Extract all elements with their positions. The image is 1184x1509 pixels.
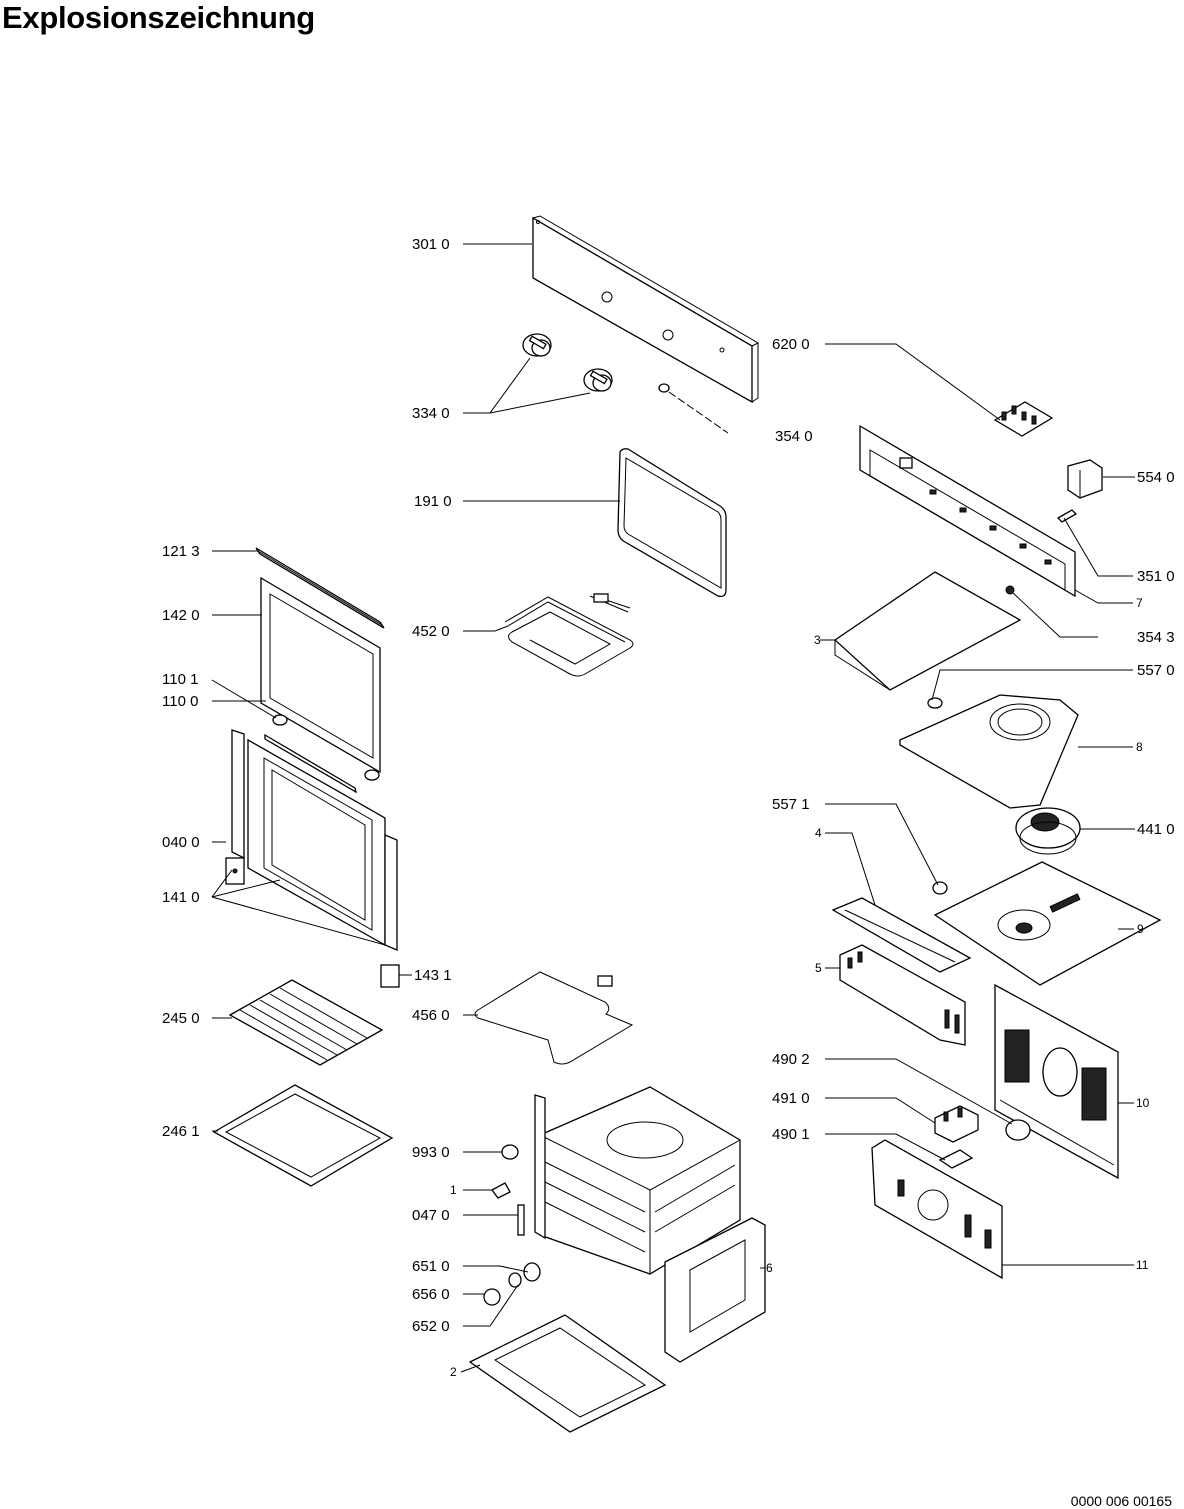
callout-993: 993 0 bbox=[412, 1144, 450, 1161]
side-panel-part bbox=[664, 1217, 766, 1363]
callout-557-1: 557 1 bbox=[772, 796, 810, 813]
callout-441: 441 0 bbox=[1137, 821, 1175, 838]
callout-2: 2 bbox=[450, 1365, 457, 1379]
callout-047: 047 0 bbox=[412, 1207, 450, 1224]
side-bracket-part bbox=[839, 944, 966, 1046]
rear-panel-part bbox=[994, 983, 1119, 1180]
callout-5: 5 bbox=[815, 961, 822, 975]
callout-456: 456 0 bbox=[412, 1007, 450, 1024]
rear-top-plate-part bbox=[933, 861, 1162, 986]
door-clip-part bbox=[380, 964, 400, 988]
document-number: 0000 006 00165 bbox=[1070, 1493, 1172, 1509]
callout-110: 110 0 bbox=[162, 693, 198, 710]
callout-141: 141 0 bbox=[162, 889, 200, 906]
callout-557: 557 0 bbox=[1137, 662, 1175, 679]
bottom-plate-part bbox=[468, 1314, 667, 1433]
door-top-trim-part bbox=[255, 547, 385, 629]
door-gasket-part bbox=[617, 448, 727, 598]
callout-620: 620 0 bbox=[772, 336, 810, 353]
inner-door-part bbox=[225, 729, 398, 951]
small-parts bbox=[483, 1144, 541, 1306]
callout-490-2: 490 2 bbox=[772, 1051, 810, 1068]
grill-element-part bbox=[504, 593, 634, 677]
callout-491: 491 0 bbox=[772, 1090, 810, 1107]
thermostat-part bbox=[932, 881, 948, 895]
callout-7: 7 bbox=[1136, 596, 1143, 610]
callout-143-1: 143 1 bbox=[414, 967, 452, 984]
oven-cavity-part bbox=[534, 1086, 741, 1275]
leader-lines bbox=[211, 243, 1135, 1373]
callout-3: 3 bbox=[814, 633, 821, 647]
callout-8: 8 bbox=[1136, 740, 1143, 754]
page-title: Explosionszeichnung bbox=[2, 0, 315, 35]
callout-452: 452 0 bbox=[412, 623, 450, 640]
rail-part bbox=[831, 897, 972, 973]
callout-652: 652 0 bbox=[412, 1318, 450, 1335]
bottom-heater-part bbox=[474, 971, 634, 1065]
fan-motor-part bbox=[1015, 807, 1081, 855]
callout-6: 6 bbox=[766, 1261, 773, 1275]
callout-246-1: 246 1 bbox=[162, 1123, 200, 1140]
callout-040: 040 0 bbox=[162, 834, 200, 851]
selector-part bbox=[938, 1149, 974, 1169]
small-knob-part bbox=[1005, 1119, 1031, 1141]
fan-housing-part bbox=[899, 694, 1079, 809]
callout-354-3: 354 3 bbox=[1137, 629, 1175, 646]
control-panel-part bbox=[531, 215, 760, 404]
door-hinge-part bbox=[264, 714, 380, 794]
callout-490-1: 490 1 bbox=[772, 1126, 810, 1143]
switch-part bbox=[934, 1105, 979, 1143]
callout-651: 651 0 bbox=[412, 1258, 450, 1275]
knob-part bbox=[522, 333, 729, 434]
rear-cover-part bbox=[871, 1139, 1003, 1280]
callout-245: 245 0 bbox=[162, 1010, 200, 1027]
callout-110-1: 110 1 bbox=[162, 671, 198, 688]
callout-301: 301 0 bbox=[412, 236, 450, 253]
callout-10: 10 bbox=[1136, 1096, 1150, 1110]
callout-656: 656 0 bbox=[412, 1286, 450, 1303]
cover-plate-part bbox=[833, 571, 1022, 691]
callout-11: 11 bbox=[1136, 1258, 1149, 1272]
wire-shelf-part bbox=[228, 979, 384, 1066]
callout-labels: 301 0 334 0 620 0 354 0 554 0 191 0 351 … bbox=[162, 236, 1175, 1379]
fascia-panel-part bbox=[859, 424, 1076, 598]
baking-tray-part bbox=[212, 1084, 394, 1187]
callout-354: 354 0 bbox=[775, 428, 813, 445]
callout-142: 142 0 bbox=[162, 607, 200, 624]
callout-1: 1 bbox=[450, 1183, 457, 1197]
callout-121-3: 121 3 bbox=[162, 543, 200, 560]
callout-334: 334 0 bbox=[412, 405, 450, 422]
callout-191: 191 0 bbox=[414, 493, 452, 510]
callout-554: 554 0 bbox=[1137, 469, 1175, 486]
callout-351: 351 0 bbox=[1137, 568, 1175, 585]
terminal-block-part bbox=[993, 401, 1054, 437]
callout-4: 4 bbox=[815, 826, 822, 840]
timer-part bbox=[1056, 459, 1103, 523]
door-glass-part bbox=[260, 576, 381, 774]
callout-9: 9 bbox=[1137, 922, 1144, 936]
